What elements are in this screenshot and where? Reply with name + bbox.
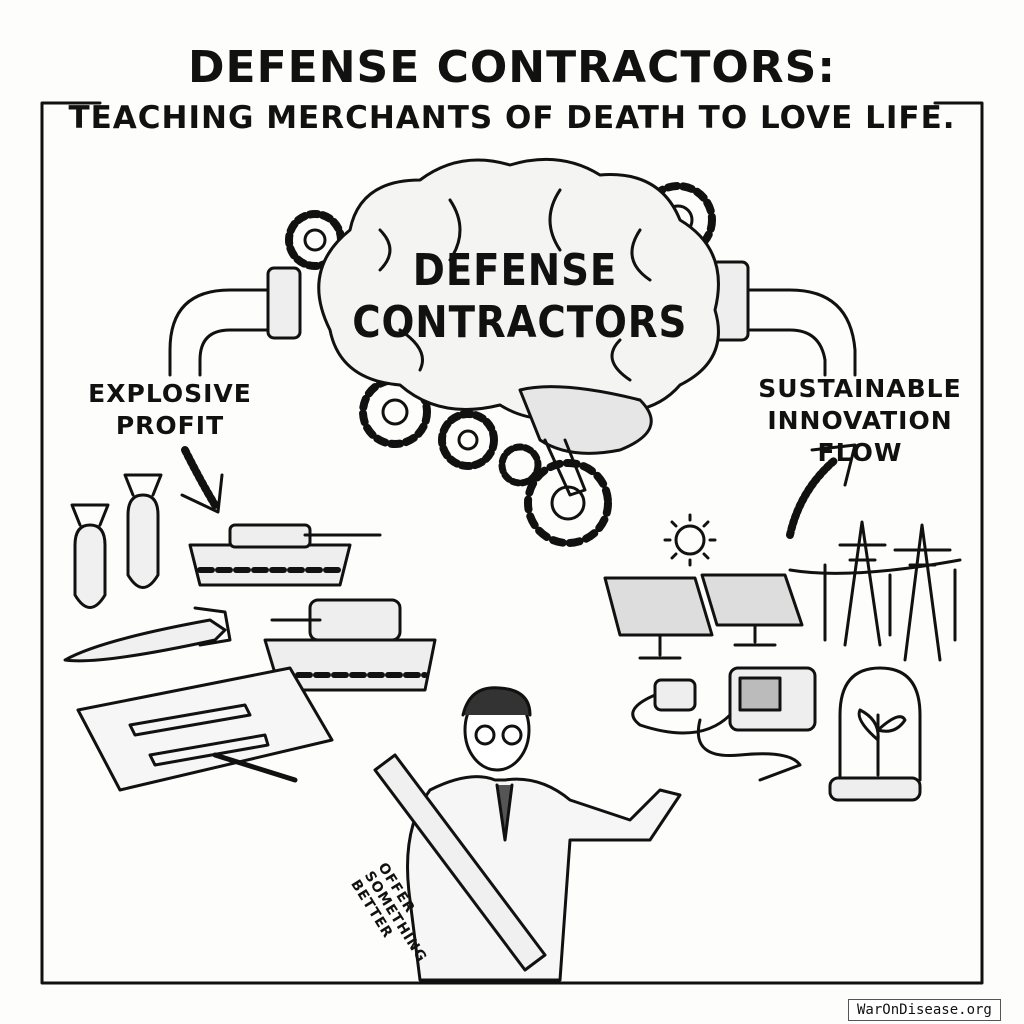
blueprint [76,666,334,792]
frame [40,101,984,985]
solar-panels [603,573,804,660]
watermark: WarOnDisease.org [848,999,1001,1021]
page-subtitle: TEACHING MERCHANTS OF DEATH TO LOVE LIFE… [68,100,956,136]
brain-label: DEFENSE CONTRACTORS [352,245,688,348]
left-pipe [168,266,302,377]
bombs [70,473,163,609]
right-arrow [786,443,857,539]
devices [631,666,817,782]
sun-icon [663,513,717,567]
explosive-profit-label: EXPLOSIVE PROFIT [88,379,252,440]
scientist [406,686,682,982]
tank-1 [188,523,382,587]
brain [317,157,720,497]
bell-jar-seedling [828,666,922,802]
page-title: DEFENSE CONTRACTORS: [188,42,836,93]
left-arrow [180,446,224,514]
scroll [373,753,547,972]
power-towers [788,520,962,662]
innovation-flow-label: SUSTAINABLE INNOVATION FLOW [758,374,962,467]
missile [63,606,232,663]
right-pipe [710,260,857,377]
